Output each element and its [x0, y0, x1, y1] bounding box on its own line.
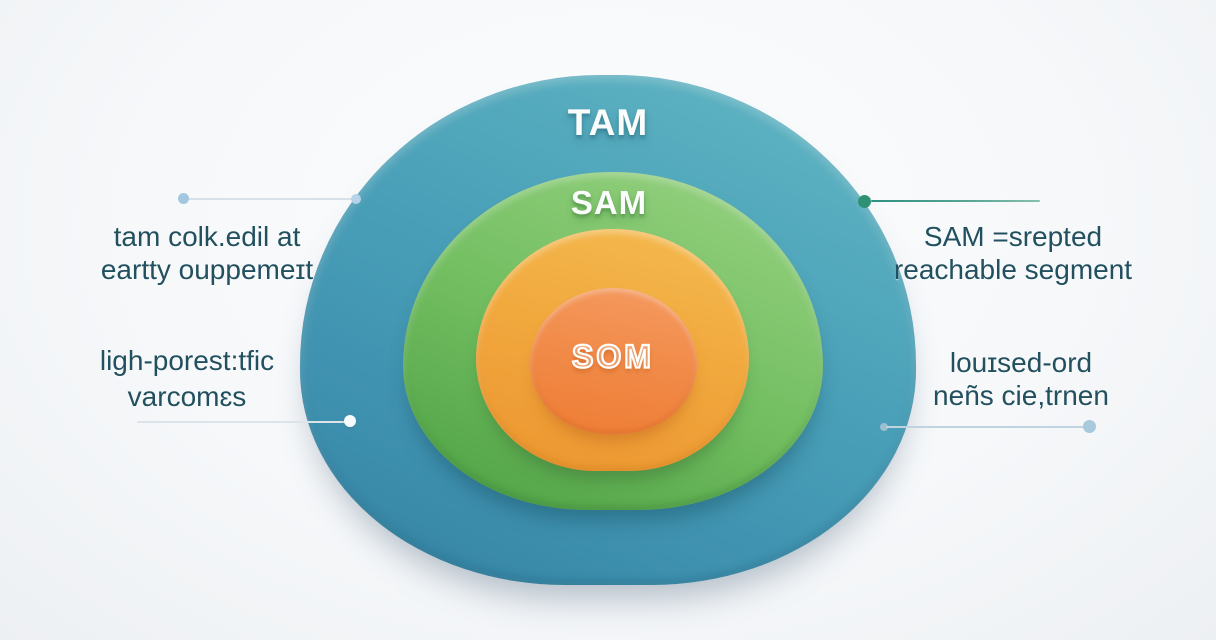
- annotation-left-top-line1: tam colk.edil at: [113, 221, 301, 252]
- som-label: SOM: [571, 337, 654, 375]
- sam-label: SAM: [570, 184, 648, 221]
- annotation-left-bottom-line1: ligh-porest:tfic: [99, 345, 275, 376]
- left-top-connector-line: [186, 198, 356, 200]
- left-bottom-connector-dot: [344, 415, 356, 427]
- right-bottom-connector-line: [886, 426, 1086, 428]
- annotation-right-top-line2: reachable segment: [893, 254, 1133, 285]
- right-top-connector-line: [871, 200, 1040, 202]
- annotation-left-bottom-line2: varcomɛs: [127, 381, 247, 412]
- annotation-left-top-line2: eartty ouppemeɪt: [100, 254, 314, 285]
- right-bottom-connector-dot-end: [1083, 420, 1096, 433]
- annotation-right-bottom-line1: louɪsed-ord: [949, 347, 1093, 378]
- annotation-right-top-line1: SAM =srepted: [923, 221, 1103, 252]
- annotation-left-top: tam colk.edil at eartty ouppemeɪt: [101, 220, 313, 286]
- tam-label: TAM: [567, 102, 649, 143]
- annotation-right-top: SAM =srepted reachable segment: [894, 220, 1132, 286]
- right-bottom-connector-dot-start: [880, 423, 888, 431]
- som-layer-blob: [530, 288, 697, 434]
- annotation-right-bottom: louɪsed-ord neñs cie,trnen: [933, 346, 1109, 412]
- right-top-connector-dot: [858, 195, 871, 208]
- left-bottom-connector-line: [137, 421, 347, 423]
- annotation-right-bottom-line2: neñs cie,trnen: [933, 380, 1109, 411]
- left-top-connector-dot-end: [351, 194, 361, 204]
- annotation-left-bottom: ligh-porest:tfic varcomɛs: [100, 343, 274, 415]
- left-top-connector-dot-start: [178, 193, 189, 204]
